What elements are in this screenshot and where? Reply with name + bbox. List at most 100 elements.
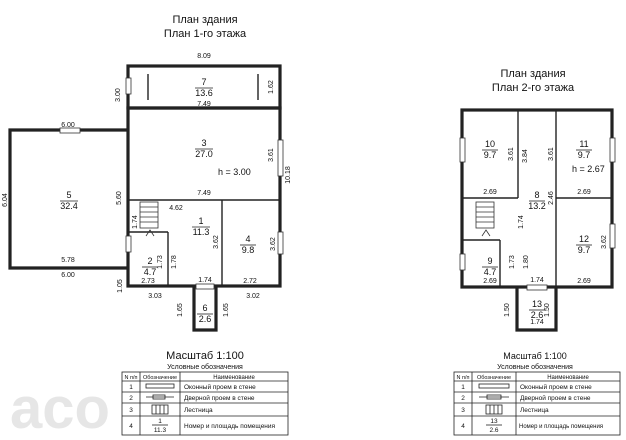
dim-r12-height: 3.62 <box>601 235 608 249</box>
dim-r1-height: 3.62 <box>213 235 220 249</box>
room-area: 13.2 <box>528 201 546 211</box>
room-number: 2 <box>147 256 152 266</box>
legend-row-name: Оконный проем в стене <box>184 383 256 391</box>
plan1-walls <box>8 64 284 332</box>
dim-r11-width: 2.69 <box>577 189 591 196</box>
dim-r8-left: 3.84 <box>522 149 529 163</box>
dim-r2-width: 2.73 <box>141 278 155 285</box>
dim-bottom-right: 3.02 <box>246 293 260 300</box>
plan1-title: План здания <box>172 14 237 26</box>
plan2-legend-caption: Условные обозначения <box>497 363 573 371</box>
legend-row-name: Лестница <box>184 407 213 414</box>
room-number: 5 <box>66 190 71 200</box>
legend-row-num: 1 <box>461 384 465 391</box>
room-area: 2.6 <box>531 310 544 320</box>
legend-row-num: 4 <box>129 423 133 430</box>
legend-row-name: Номер и площадь помещения <box>184 423 276 430</box>
plan2-scale: Масштаб 1:100 <box>503 351 567 361</box>
legend-row-name: Оконный проем в стене <box>520 383 592 391</box>
dim-r4-height: 3.62 <box>270 237 277 251</box>
plan1-scale: Масштаб 1:100 <box>166 350 244 362</box>
legend-header-name: Наименование <box>547 375 589 381</box>
plan1-stairs <box>139 201 159 237</box>
dim-left-low: 1.05 <box>117 279 124 293</box>
room-area: 2.6 <box>199 314 212 324</box>
legend-header-num: N п/п <box>125 375 138 381</box>
dim-room7-right: 1.62 <box>268 80 275 94</box>
legend-symbol-bottom: 2.6 <box>489 427 498 434</box>
dim-balcony-right: 1.50 <box>544 303 551 317</box>
door-symbol-icon <box>146 394 174 400</box>
plan1-dimensions: 8.09 3.00 6.00 6.04 5.60 5.78 6.00 1.62 … <box>2 53 292 317</box>
dim-r9-width: 2.69 <box>483 278 497 285</box>
legend-row-num: 2 <box>461 395 465 402</box>
plan2-title: План здания <box>500 68 565 80</box>
dim-room7-width: 7.49 <box>197 101 211 108</box>
legend-row-name: Дверной проем в стене <box>184 394 255 402</box>
dim-ext-inner: 5.60 <box>116 191 123 205</box>
dim-r11-height: 3.61 <box>548 147 555 161</box>
dim-ext-height: 6.04 <box>2 193 9 207</box>
dim-porch-right: 1.65 <box>223 303 230 317</box>
dim-top-width: 8.09 <box>197 53 211 60</box>
room-area: 9.7 <box>578 150 591 160</box>
legend-row-num: 3 <box>129 407 133 414</box>
dim-ext-width: 6.00 <box>61 122 75 129</box>
dim-r8-stair: 2.46 <box>548 191 555 205</box>
room-number: 4 <box>245 234 250 244</box>
dim-r9-height: 1.73 <box>509 255 516 269</box>
dim-bottom-left: 3.03 <box>148 293 162 300</box>
plan2-stairs <box>475 201 495 237</box>
plan2-height-note: h = 2.67 <box>572 164 605 174</box>
stairs-symbol-icon <box>485 404 503 415</box>
legend-symbol-top: 13 <box>490 418 498 425</box>
dim-stair-width: 1.74 <box>132 215 139 229</box>
dim-r10-width: 2.69 <box>483 189 497 196</box>
watermark-logo: aco <box>10 376 110 440</box>
plan2-rooms: 10 9.7 11 9.7 8 13.2 12 9.7 9 4.7 13 2.6 <box>482 139 592 320</box>
room-area: 9.7 <box>484 150 497 160</box>
dim-r2-height: 1.78 <box>171 255 178 269</box>
legend-row-name: Номер и площадь помещения <box>519 424 603 430</box>
dim-r12-width: 2.69 <box>577 278 591 285</box>
legend-header-num: N п/п <box>457 375 470 381</box>
room-number: 7 <box>201 77 206 87</box>
room-number: 6 <box>202 303 207 313</box>
room-number: 9 <box>487 256 492 266</box>
legend-row-num: 3 <box>461 407 465 414</box>
dim-ext-bottom: 5.78 <box>61 257 75 264</box>
dim-left-height: 3.00 <box>115 88 122 102</box>
dim-mid-width: 7.49 <box>197 190 211 197</box>
plan1-subtitle: План 1-го этажа <box>164 28 247 40</box>
plan2-legend-table: N п/п Обозначение Наименование 1 Оконный… <box>453 371 621 436</box>
room-number: 13 <box>532 299 542 309</box>
window-symbol-icon <box>145 383 175 389</box>
room-area: 32.4 <box>60 201 78 211</box>
legend-row-num: 2 <box>129 395 133 402</box>
dim-r4-width: 2.72 <box>243 278 257 285</box>
room-area: 4.7 <box>144 267 157 277</box>
room-area: 11.3 <box>193 227 210 237</box>
dim-porch-left: 1.65 <box>177 303 184 317</box>
plan1-legend-table: N п/п Обозначение Наименование 1 Оконный… <box>121 371 289 436</box>
plan1-rooms: 7 13.6 3 27.0 5 32.4 1 11.3 4 9.8 2 4.7 … <box>60 77 256 324</box>
plan2-walls <box>459 108 616 332</box>
plan2-dimensions: 3.61 3.84 3.61 2.69 2.46 2.69 1.74 3.62 … <box>483 147 608 326</box>
room-number: 12 <box>579 234 589 244</box>
dim-r10-right: 3.61 <box>508 147 515 161</box>
dim-r8-v: 1.74 <box>518 215 525 229</box>
legend-row-num: 4 <box>461 423 465 430</box>
door-symbol-icon <box>479 394 509 400</box>
dim-bottom-mid: 1.74 <box>198 277 212 284</box>
room-area: 13.6 <box>195 88 213 98</box>
dim-balcony-left: 1.50 <box>504 303 511 317</box>
legend-row-name: Дверной проем в стене <box>520 394 591 402</box>
room-number: 10 <box>485 139 495 149</box>
window-symbol-icon <box>478 383 510 389</box>
legend-header-symbol: Обозначение <box>477 375 511 381</box>
legend-symbol-top: 1 <box>158 418 162 425</box>
room-area: 4.7 <box>484 267 497 277</box>
dim-mid-right-b: 10.18 <box>285 166 292 184</box>
room-number: 3 <box>201 138 206 148</box>
room-number: 8 <box>534 190 539 200</box>
